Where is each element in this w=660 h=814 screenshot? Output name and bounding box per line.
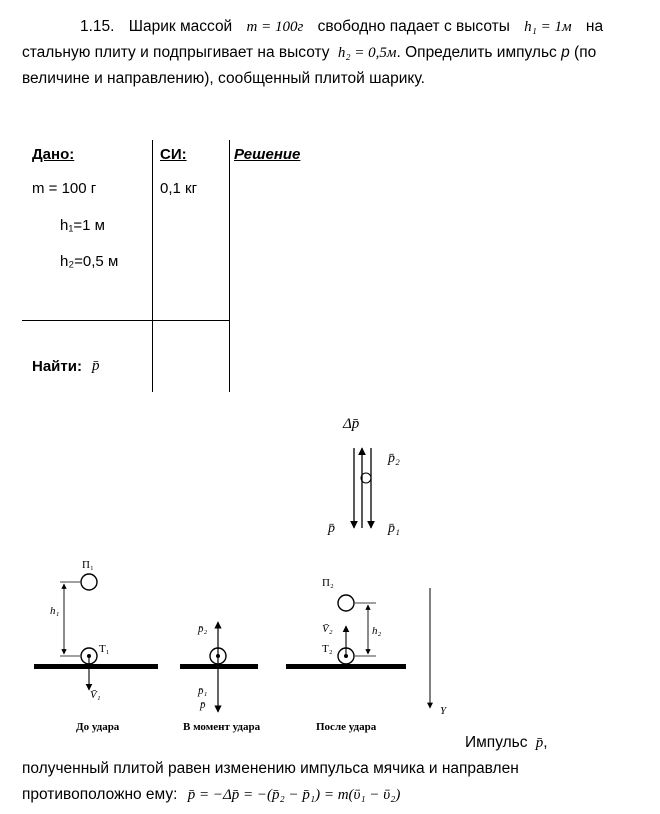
find-symbol: p̄ (92, 358, 100, 374)
si-header: СИ: (160, 146, 187, 163)
label-dp: Δp̄ (342, 416, 360, 432)
mass-expression: m = 100г (246, 19, 304, 35)
table-hline (22, 320, 230, 321)
label-h1: h₁ (50, 605, 60, 617)
given-h2: h₂=0,5 м (60, 253, 119, 270)
solution-header: Решение (234, 146, 301, 163)
given-table: Дано: СИ: Решение m = 100 г 0,1 кг h₁=1 … (22, 140, 442, 392)
label-mid-p2: p̄₂ (197, 623, 208, 635)
ball-after-top (337, 594, 355, 612)
caption-moment: В момент удара (183, 721, 261, 733)
h1-expression: h₁ = 1м (524, 19, 572, 35)
ball-after-center (344, 654, 348, 658)
table-divider-1 (152, 140, 153, 392)
label-P1: П₁ (82, 559, 94, 571)
given-header: Дано: (32, 146, 75, 163)
label-P2: П₂ (322, 577, 334, 589)
label-V2: V̄₂ (322, 623, 333, 635)
problem-number: 1.15. (80, 18, 115, 35)
ball-before-top (80, 573, 98, 591)
label-p: p̄ (327, 521, 335, 536)
problem-line-2: стальную плиту и подпрыгивает на высоту … (22, 44, 597, 61)
ball-moment-center (216, 654, 220, 658)
given-h1: h₁=1 м (60, 217, 105, 234)
conclusion-line-1: Импульс p̄, (465, 734, 548, 751)
label-mid-p1: p̄₁ (197, 685, 208, 697)
find-label: Найти: (32, 358, 82, 375)
h2-expression: h₂ = 0,5м (337, 45, 397, 61)
caption-before: До удара (76, 721, 120, 733)
label-h2: h₂ (372, 625, 382, 637)
si-mass: 0,1 кг (160, 180, 198, 197)
physics-diagram: Δp̄ p̄₂ p̄ p̄₁ П₁ h₁ Т₁ V̄₁ До удара p̄₂… (34, 416, 448, 733)
problem-line-1: 1.15. Шарик массой m = 100г свободно пад… (80, 18, 604, 35)
label-mid-p: p̄ (199, 699, 206, 711)
conclusion: Импульс p̄, полученный плитой равен изме… (22, 730, 642, 808)
plate-before (34, 664, 158, 669)
formula: p̄ = −Δp̄ = −(p̄₂ − p̄₁) = m(ῡ₁ − ῡ₂) (187, 787, 401, 803)
table-divider-2 (229, 140, 230, 392)
label-V1: V̄₁ (90, 689, 101, 701)
label-p1: p̄₁ (387, 521, 400, 536)
label-p2: p̄₂ (387, 451, 400, 466)
ball-before-center (87, 654, 91, 658)
label-T1: Т₁ (99, 643, 110, 655)
conclusion-line-3: противоположно ему: p̄ = −Δp̄ = −(p̄₂ − … (22, 786, 401, 803)
plate-moment (180, 664, 258, 669)
given-mass: m = 100 г (32, 180, 97, 197)
conclusion-line-2: полученный плитой равен изменению импуль… (22, 760, 519, 777)
plate-after (286, 664, 406, 669)
problem-line-3: величине и направлению), сообщенный плит… (22, 70, 425, 87)
label-Y: Y (440, 705, 448, 717)
ball-top (360, 472, 372, 484)
problem-statement: 1.15. Шарик массой m = 100г свободно пад… (22, 14, 642, 92)
label-T2: Т₂ (322, 643, 333, 655)
caption-after: После удара (316, 721, 377, 733)
